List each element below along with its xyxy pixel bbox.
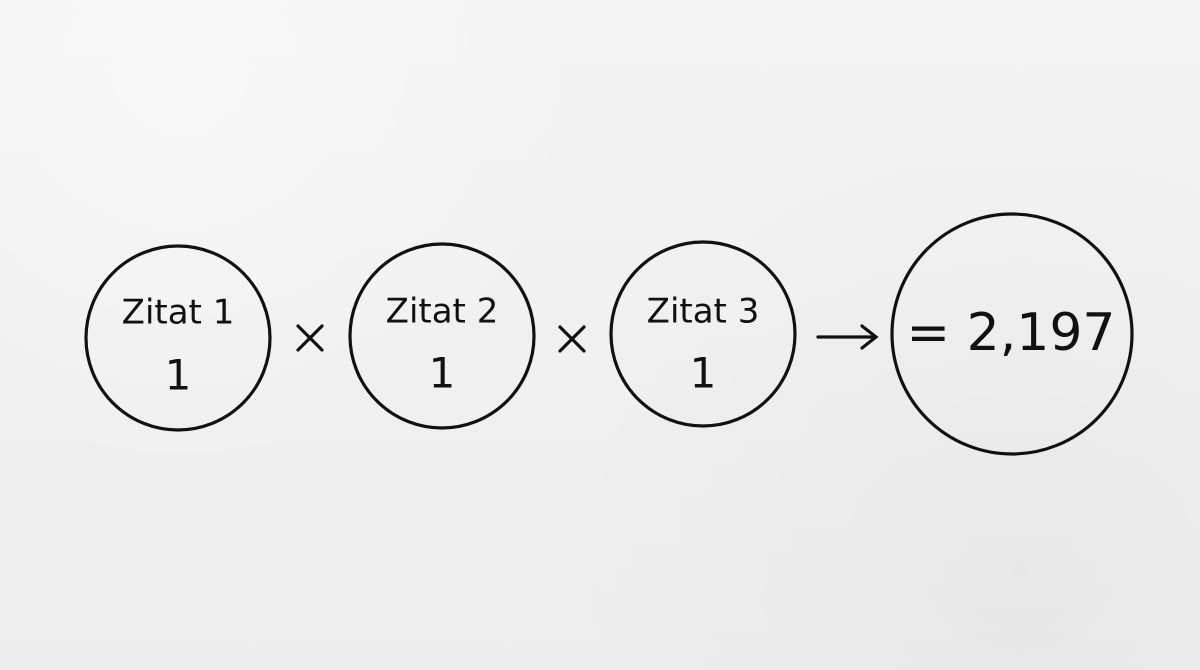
- multiply-operator-1: ×: [296, 324, 324, 352]
- node-citation-1: Zitat 1 1: [84, 244, 272, 432]
- node-citation-2: Zitat 2 1: [348, 242, 536, 430]
- node-circle: [609, 240, 797, 428]
- node-label: Zitat 1: [122, 293, 235, 333]
- node-value: 1: [165, 351, 192, 400]
- result-arrow: →: [816, 324, 879, 350]
- multiply-icon-stroke: [558, 325, 586, 353]
- arrow-head: [860, 324, 879, 350]
- node-value: 1: [690, 349, 717, 398]
- result-node: = 2,197: [890, 212, 1134, 456]
- node-circle: [84, 244, 272, 432]
- node-citation-3: Zitat 3 1: [609, 240, 797, 428]
- result-circle: [890, 212, 1134, 456]
- result-value: = 2,197: [907, 303, 1116, 363]
- node-label: Zitat 2: [386, 292, 499, 332]
- node-label: Zitat 3: [647, 292, 760, 332]
- node-circle: [348, 242, 536, 430]
- multiply-icon-stroke: [296, 324, 324, 352]
- multiply-operator-2: ×: [558, 325, 586, 353]
- node-value: 1: [429, 349, 456, 398]
